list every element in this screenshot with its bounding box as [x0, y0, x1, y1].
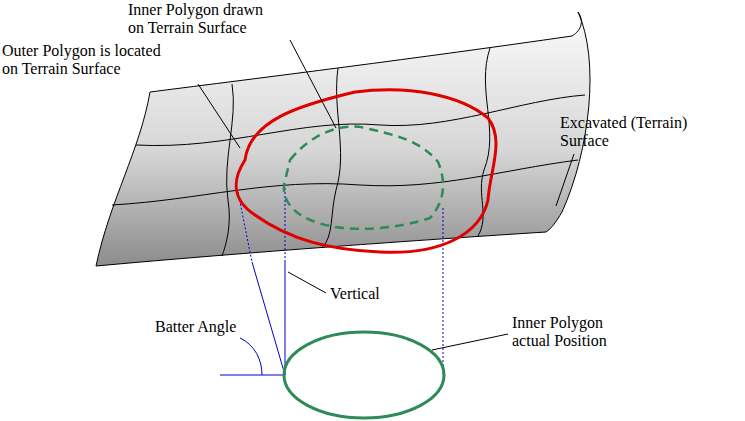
terrain-surface: [96, 12, 590, 266]
callout-label: Outer Polygon is located on Terrain Surf…: [2, 42, 178, 78]
inner-polygon-actual: [284, 332, 444, 418]
callout-label: Inner Polygon actual Position: [512, 314, 632, 350]
leader-lines: [198, 40, 574, 350]
callout-label: Vertical: [330, 285, 420, 303]
callout-label: Excavated (Terrain) Surface: [560, 114, 720, 150]
terrain-grid: [112, 48, 585, 256]
callout-label: Batter Angle: [155, 318, 265, 336]
inner-polygon-drawn: [284, 127, 443, 229]
hidden-projection-lines: [238, 188, 443, 375]
callout-label: Inner Polygon drawn on Terrain Surface: [128, 1, 278, 37]
outer-polygon: [236, 90, 496, 252]
